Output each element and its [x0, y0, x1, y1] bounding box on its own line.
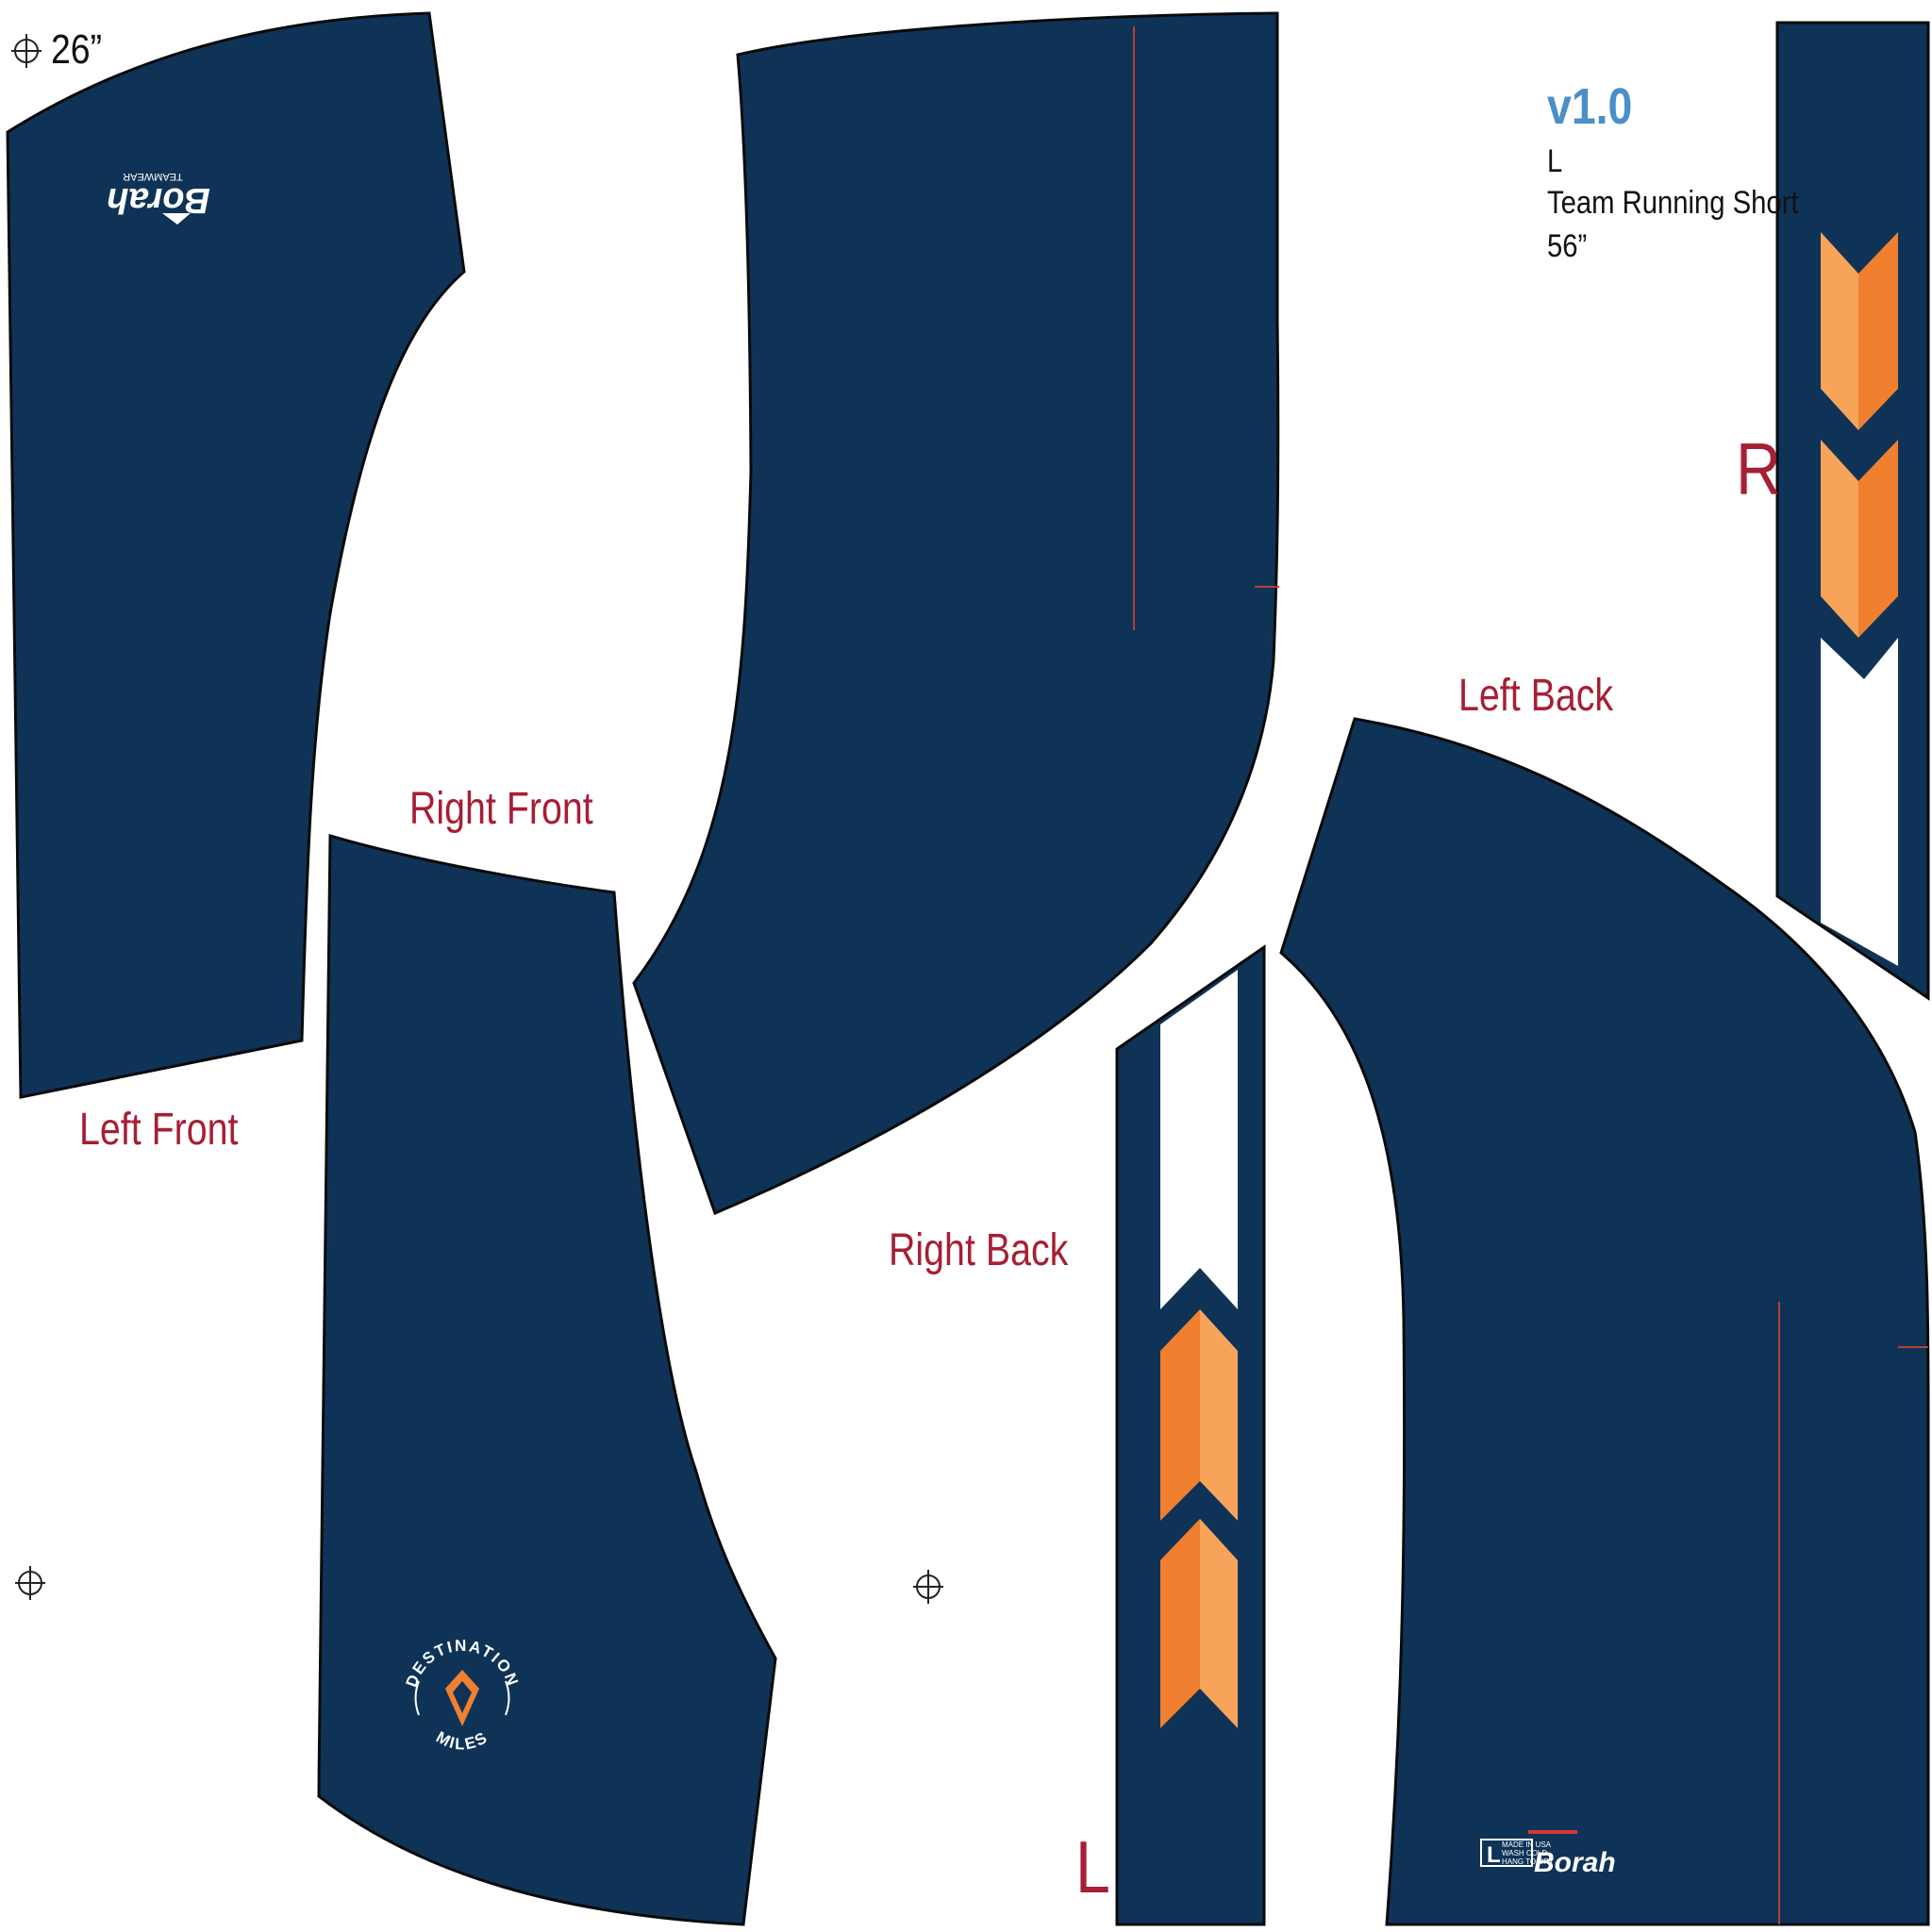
front-lower-panel — [317, 834, 777, 1926]
svg-text:WASH COLD: WASH COLD — [1502, 1849, 1547, 1857]
chevron-upper-dark — [1858, 232, 1898, 430]
registration-mark-icon — [11, 34, 42, 68]
label-side-l: L — [1075, 1825, 1110, 1908]
label-side-r: R — [1736, 427, 1781, 510]
registration-mark-icon — [913, 1570, 943, 1604]
label-right-back: Right Back — [889, 1225, 1069, 1275]
corner-size-label: 26” — [51, 26, 103, 73]
chevron-lower-light — [1200, 1519, 1238, 1728]
svg-text:Borah: Borah — [1534, 1847, 1616, 1878]
label-right-front: Right Front — [409, 784, 593, 834]
size-label: L — [1547, 143, 1563, 179]
chevron-lower-dark — [1160, 1519, 1200, 1728]
label-left-front: Left Front — [79, 1105, 239, 1155]
chevron-upper-dark — [1160, 1309, 1200, 1521]
svg-text:Borah: Borah — [107, 180, 210, 220]
care-tag-logo: L MADE IN USA WASH COLD HANG TO DRY Bora… — [1480, 1830, 1616, 1878]
svg-text:TEAMWEAR: TEAMWEAR — [123, 171, 183, 182]
borah-teamwear-logo: Borah TEAMWEAR — [107, 171, 210, 225]
svg-text:HANG TO DRY: HANG TO DRY — [1502, 1857, 1555, 1866]
stripe-white-segment — [1160, 970, 1238, 1309]
left-front-panel — [6, 11, 466, 1099]
chevron-upper-light — [1200, 1309, 1238, 1521]
width-label: 56” — [1547, 228, 1588, 264]
chevron-lower-light — [1821, 440, 1858, 638]
svg-text:MADE IN USA: MADE IN USA — [1502, 1840, 1552, 1849]
chevron-lower-dark — [1858, 440, 1898, 638]
version-label: v1.0 — [1547, 78, 1633, 135]
stripe-white-segment — [1821, 638, 1898, 966]
chevron-upper-light — [1821, 232, 1858, 430]
right-front-panel — [632, 11, 1280, 1216]
product-name: Team Running Short — [1547, 185, 1799, 221]
side-stripe-left — [1115, 944, 1266, 1926]
label-left-back: Left Back — [1458, 671, 1614, 721]
left-back-panel — [1279, 717, 1930, 1926]
svg-text:L: L — [1487, 1842, 1501, 1868]
registration-mark-icon — [15, 1566, 45, 1600]
side-stripe-right — [1775, 21, 1930, 1001]
